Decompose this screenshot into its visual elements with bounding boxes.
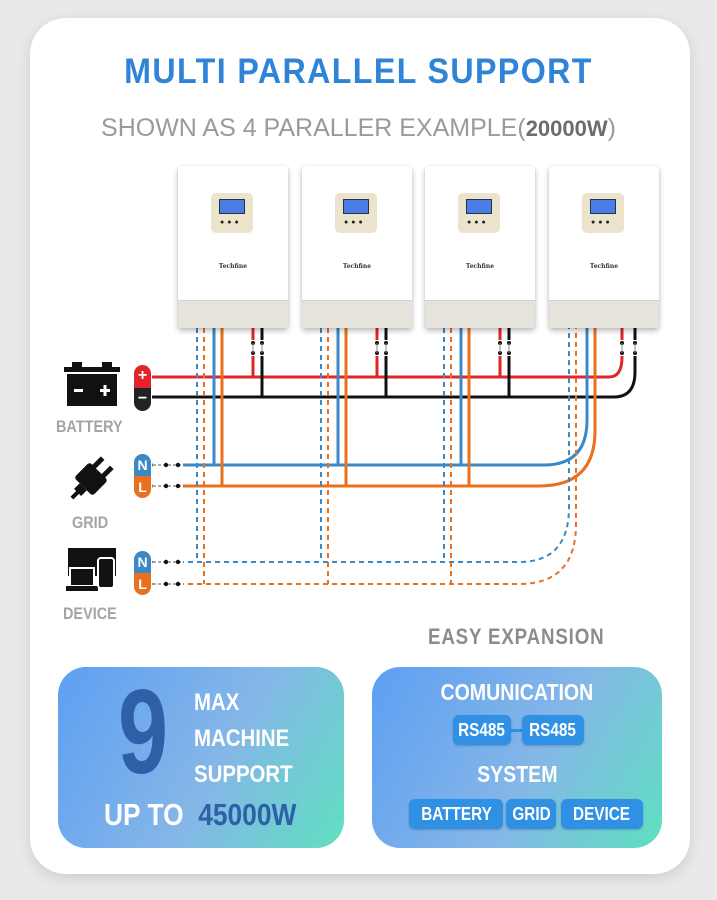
page-title: MULTI PARALLEL SUPPORT (124, 52, 593, 91)
panel-buttons: ●●● (467, 219, 489, 226)
inverter-base (425, 300, 535, 328)
subtitle: SHOWN AS 4 PARALLER EXAMPLE(20000W) (0, 114, 717, 143)
battery-positive-bus (152, 328, 624, 379)
inverter-base (549, 300, 659, 328)
control-panel: ●●● (458, 193, 500, 233)
breaker-dot (163, 462, 169, 468)
up-to-text: UP TO (104, 797, 184, 832)
device-l-terminal: L (134, 573, 151, 595)
minus-terminal: − (134, 388, 151, 411)
grid-n-terminal: N (134, 454, 151, 476)
plus-terminal: + (134, 365, 151, 388)
system-grid-pill: GRID (506, 799, 556, 829)
rs485-link (509, 729, 523, 732)
brand-label: Techfine (218, 263, 248, 270)
control-panel: ●●● (211, 193, 253, 233)
device-icon (66, 548, 116, 591)
system-battery-pill: BATTERY (409, 799, 503, 829)
inverter-unit: ●●● Techfine (549, 166, 659, 328)
grid-l-terminal: L (134, 476, 151, 498)
easy-expansion-label: EASY EXPANSION (428, 624, 605, 649)
max-line: MAX (194, 689, 240, 716)
lcd-screen (343, 199, 369, 214)
up-to-power: UP TO 45000W (104, 797, 296, 833)
brand-label: Techfine (589, 263, 619, 270)
subtitle-end: ) (607, 114, 616, 142)
lcd-screen (590, 199, 616, 214)
lcd-screen (466, 199, 492, 214)
max-machine-box: 9 MAX MACHINE SUPPORT UP TO 45000W (58, 665, 344, 848)
lcd-screen (219, 199, 245, 214)
device-n-terminal: N (134, 551, 151, 573)
panel-buttons: ●●● (220, 219, 242, 226)
battery-icon (64, 362, 120, 406)
panel-buttons: ●●● (344, 219, 366, 226)
max-number: 9 (118, 665, 169, 799)
brand-label: Techfine (465, 263, 495, 270)
device-neutral-bus (152, 328, 570, 563)
subtitle-text: SHOWN AS 4 PARALLER EXAMPLE( (101, 114, 526, 142)
rs485-2: RS485 (529, 720, 577, 740)
device-line-bus (152, 328, 577, 585)
device-terminal: N L (134, 551, 151, 595)
grid-label: GRID (72, 513, 109, 532)
system-heading: SYSTEM (372, 761, 662, 788)
inverter-base (178, 300, 288, 328)
grid-line-bus (152, 328, 597, 488)
battery-terminal: + − (134, 365, 151, 411)
breaker-dot (163, 581, 169, 587)
rs485-pill-1: RS485 (453, 715, 511, 745)
system-device-pill: DEVICE (561, 799, 643, 829)
machine-line: MACHINE (194, 725, 290, 752)
system-battery: BATTERY (420, 804, 492, 824)
rs485-pill-2: RS485 (522, 715, 584, 745)
communication-box: COMUNICATION RS485 RS485 SYSTEM BATTERY … (372, 667, 662, 848)
brand-label: Techfine (342, 263, 372, 270)
breaker-dot (175, 581, 181, 587)
system-device: DEVICE (573, 804, 631, 824)
control-panel: ●●● (582, 193, 624, 233)
communication-heading: COMUNICATION (372, 679, 662, 706)
device-label: DEVICE (63, 604, 117, 623)
system-text: SYSTEM (476, 761, 558, 787)
panel-buttons: ●●● (591, 219, 613, 226)
breaker-dot (175, 462, 181, 468)
subtitle-power: 20000W (525, 116, 608, 141)
rs485-1: RS485 (458, 720, 506, 740)
breaker-dot (163, 559, 169, 565)
inverter-unit: ●●● Techfine (178, 166, 288, 328)
inverter-unit: ●●● Techfine (302, 166, 412, 328)
battery-negative-bus (152, 328, 637, 399)
breaker-dot (175, 483, 181, 489)
system-grid: GRID (511, 804, 551, 824)
inverter-unit: ●●● Techfine (425, 166, 535, 328)
breaker-dot (175, 559, 181, 565)
grid-terminal: N L (134, 454, 151, 498)
battery-label: BATTERY (56, 417, 123, 436)
control-panel: ●●● (335, 193, 377, 233)
support-line: SUPPORT (194, 761, 293, 788)
max-power: 45000W (198, 797, 297, 832)
plug-icon (70, 456, 114, 500)
breaker-dot (163, 483, 169, 489)
communication-text: COMUNICATION (440, 679, 594, 705)
inverter-base (302, 300, 412, 328)
